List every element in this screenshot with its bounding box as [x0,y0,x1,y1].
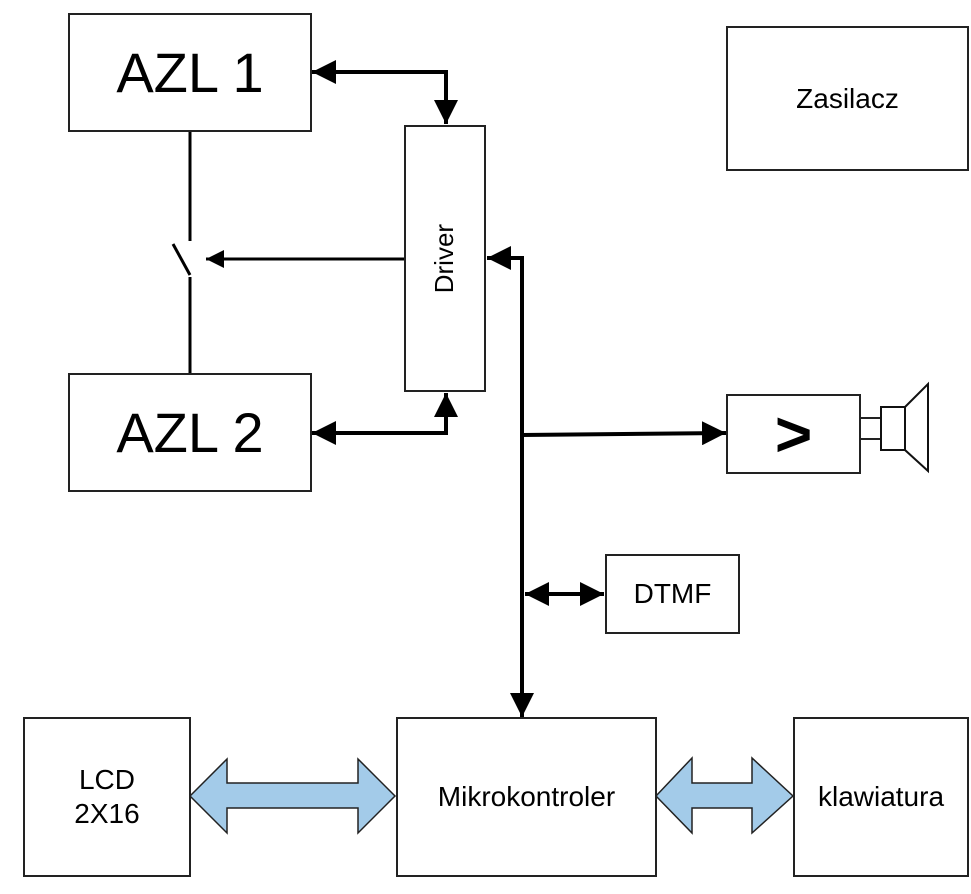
amplifier-icon: > [774,397,813,470]
block-azl2: AZL 2 [68,373,312,492]
wide-arrow-mikrokontroler-klawiatura [654,756,795,835]
switch-blade [171,243,192,276]
block-zasilacz: Zasilacz [726,26,969,171]
arrow-driver-azl1 [312,60,458,124]
arrow-driver-azl2 [312,393,458,445]
arrow-bus-driver [487,246,524,710]
wide-arrow-lcd-mikrokontroler [188,757,397,835]
block-lcd: LCD 2X16 [23,717,191,877]
block-klawiatura-label: klawiatura [817,781,945,813]
speaker-icon [880,381,929,474]
block-driver: Driver [404,125,486,392]
block-dtmf-label: DTMF [633,578,712,610]
arrow-bus-amplifier [521,421,727,446]
block-mikrokontroler: Mikrokontroler [396,717,657,877]
block-klawiatura: klawiatura [793,717,969,877]
block-dtmf: DTMF [605,554,740,634]
block-driver-label: Driver [429,223,460,294]
block-lcd-label-line1: LCD [78,764,135,796]
block-azl2-label: AZL 2 [116,400,264,464]
block-azl1-label: AZL 1 [116,40,264,104]
block-lcd-label-line2: 2X16 [74,798,140,829]
block-zasilacz-label: Zasilacz [796,82,899,114]
block-amplifier: > [726,394,861,474]
block-mikrokontroler-label: Mikrokontroler [437,781,616,813]
block-azl1: AZL 1 [68,13,312,132]
